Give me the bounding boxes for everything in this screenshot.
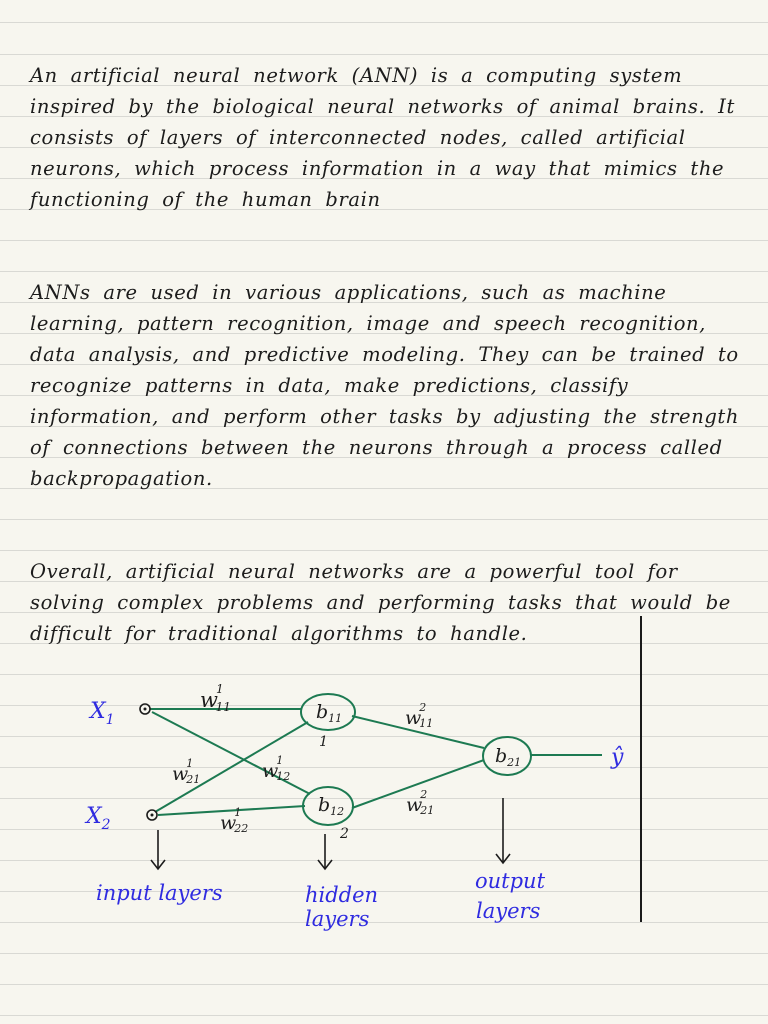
node-label-b12: b12 — [318, 794, 344, 818]
arrow-down-input-icon — [150, 830, 166, 871]
vertical-divider-line — [640, 616, 642, 922]
edge-x2-b12 — [157, 805, 306, 816]
paragraph-ann-definition: An artificial neural network (ANN) is a … — [30, 64, 735, 211]
label-hidden-line2: layers — [305, 907, 370, 931]
arrow-down-output-icon — [495, 798, 511, 865]
edge-b11-b21 — [351, 715, 485, 749]
label-input-layers: input layers — [96, 881, 223, 905]
input-node-x2 — [146, 809, 158, 821]
node-label-b11: b11 — [316, 701, 342, 725]
input-node-x1 — [139, 703, 151, 715]
output-yhat: ŷ — [610, 745, 624, 770]
node-label-b21: b21 — [495, 745, 521, 769]
edge-b12-b21 — [351, 759, 485, 809]
node-b12 — [302, 786, 354, 826]
node-b21 — [482, 736, 532, 776]
input-label-x1: X1 — [88, 699, 115, 728]
paragraph-ann-overall: Overall, artificial neural networks are … — [30, 560, 731, 645]
hidden-index-2: 2 — [339, 826, 349, 842]
arrow-down-hidden-icon — [317, 834, 333, 871]
node-b11 — [300, 693, 356, 731]
label-output-line1: output — [475, 869, 546, 893]
handwritten-notes: An artificial neural network (ANN) is a … — [30, 60, 740, 649]
hidden-index-1: 1 — [319, 734, 328, 750]
label-output-line2: layers — [476, 899, 541, 923]
paragraph-ann-applications: ANNs are used in various applications, s… — [30, 281, 740, 490]
edge-x1-b12 — [151, 711, 311, 795]
label-hidden-line1: hidden — [305, 883, 378, 907]
edge-x2-b11 — [154, 721, 309, 813]
input-label-x2: X2 — [84, 804, 111, 833]
